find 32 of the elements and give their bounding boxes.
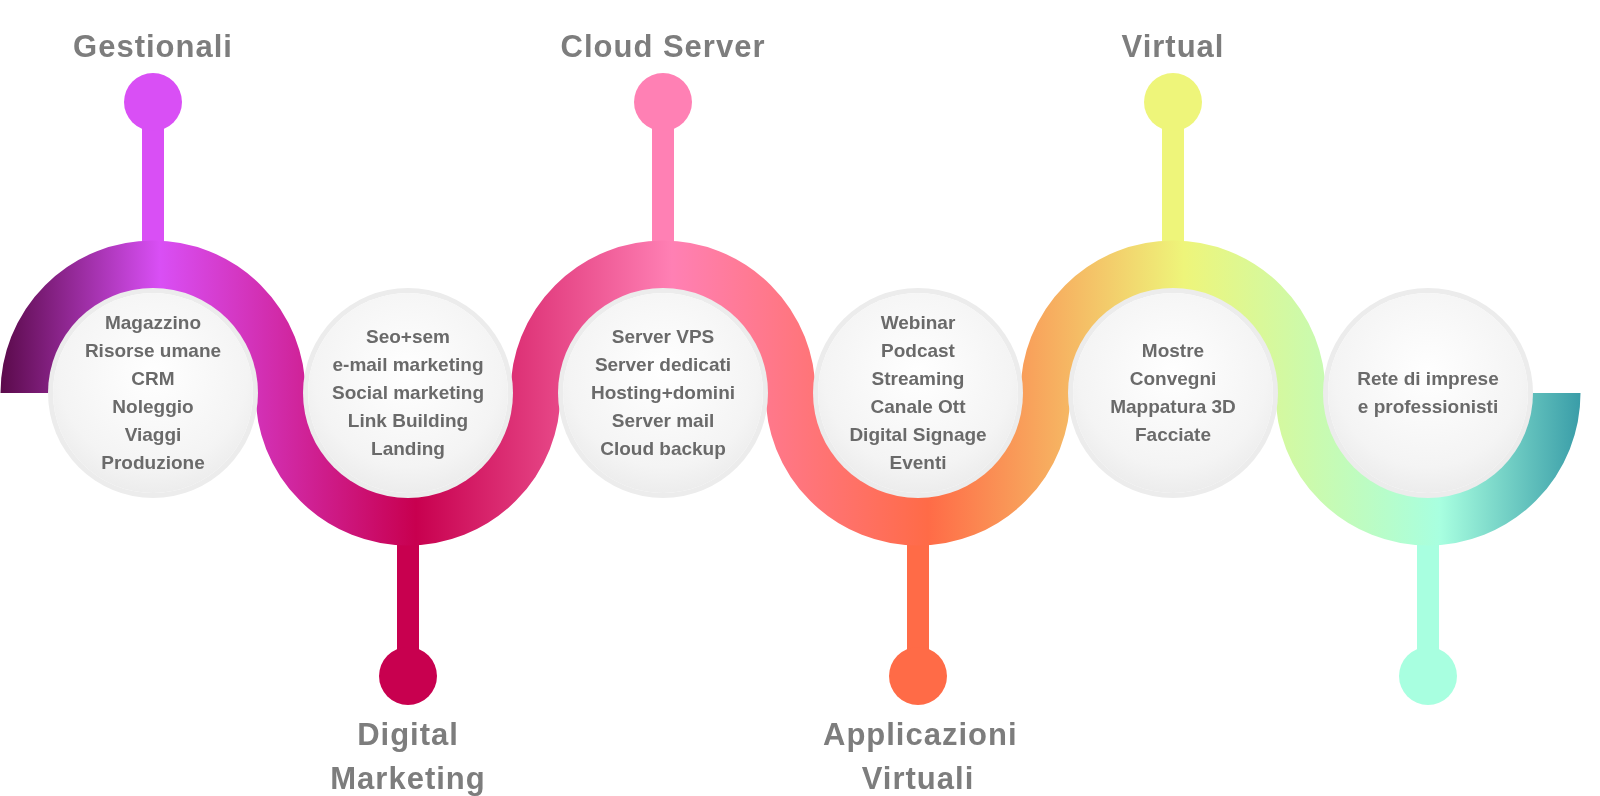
topic-item: Facciate xyxy=(1134,423,1211,447)
topic-item: Magazzino xyxy=(104,311,202,335)
topic-item: Landing xyxy=(371,437,445,461)
topic-item: Server dedicati xyxy=(594,353,732,377)
topic-item: Mostre xyxy=(1141,339,1205,363)
stage-heading: Virtual xyxy=(1120,28,1226,66)
topic-item: CRM xyxy=(131,367,175,391)
topic-item: Seo+sem xyxy=(366,325,450,349)
topic-item: Social marketing xyxy=(331,381,485,405)
topic-item: Webinar xyxy=(880,311,956,335)
stage-heading: Gestionali xyxy=(72,28,234,66)
topic-item: Link Building xyxy=(347,409,469,433)
topic-item: Rete di imprese e professionisti xyxy=(1356,367,1500,419)
topic-item: Mappatura 3D xyxy=(1110,395,1236,419)
topic-item: Produzione xyxy=(101,451,205,475)
stage-heading: Cloud Server xyxy=(559,28,767,66)
topic-item: Hosting+domini xyxy=(590,381,736,405)
topic-item: Server VPS xyxy=(611,325,715,349)
topic-item: Risorse umane xyxy=(84,339,222,363)
topic-item: Digital Signage xyxy=(849,423,987,447)
topic-item: Viaggi xyxy=(124,423,182,447)
topic-item: Convegni xyxy=(1129,367,1217,391)
topic-item: Noleggio xyxy=(112,395,194,419)
topic-item: Eventi xyxy=(889,451,947,475)
topic-item: Server mail xyxy=(611,409,715,433)
topic-item: Cloud backup xyxy=(600,437,726,461)
topic-item: Streaming xyxy=(871,367,965,391)
topic-item: Canale Ott xyxy=(870,395,966,419)
stage-heading: Digital Marketing xyxy=(329,716,487,796)
topic-item: e-mail marketing xyxy=(332,353,484,377)
stage-heading: Applicazioni Virtuali xyxy=(823,716,1013,796)
topic-item: Podcast xyxy=(881,339,955,363)
